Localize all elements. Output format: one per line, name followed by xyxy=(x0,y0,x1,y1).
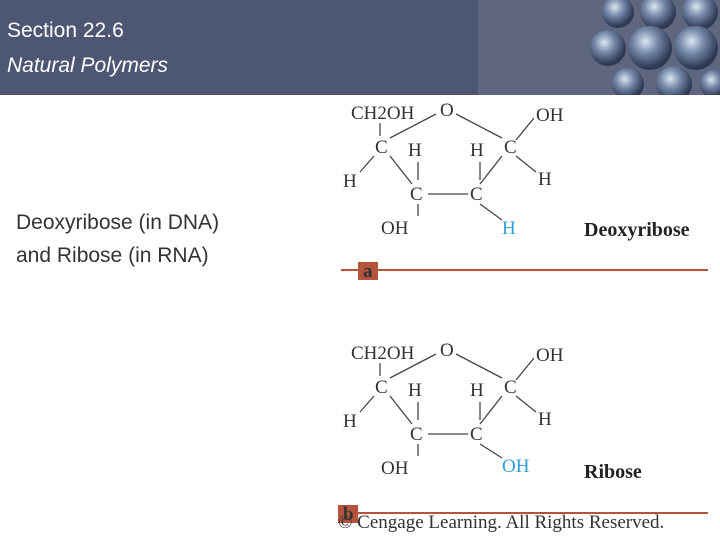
body-text: Deoxyribose (in DNA) and Ribose (in RNA) xyxy=(16,206,326,272)
oh-bottom-label: OH xyxy=(381,218,409,239)
carbon-right-label: C xyxy=(504,137,517,158)
oh-top-right-label: OH xyxy=(536,345,564,366)
h-inner-right-label: H xyxy=(470,380,484,401)
ribose-name: Ribose xyxy=(584,461,642,483)
panel-a-letter: a xyxy=(363,261,373,282)
copyright-text: © Cengage Learning. All Rights Reserved. xyxy=(338,512,664,533)
deoxyribose-name: Deoxyribose xyxy=(584,219,690,241)
body-line-1: Deoxyribose (in DNA) xyxy=(16,211,220,234)
carbon-left-label: C xyxy=(375,377,388,398)
carbon-bottom-left-label: C xyxy=(410,424,423,445)
deoxyribose-structure: CH2OH O OH C H H C H H C C OH H Deoxyrib… xyxy=(341,100,708,282)
body-line-2: and Ribose (in RNA) xyxy=(16,244,209,267)
ch2oh-label: CH2OH xyxy=(351,103,415,124)
section-subtitle: Natural Polymers xyxy=(7,54,169,77)
sugar-structures-figure: CH2OH O OH C H H C H H C C OH H Deoxyrib… xyxy=(338,96,720,540)
carbon-bottom-right-label: C xyxy=(470,424,483,445)
header-bar: Section 22.6 Natural Polymers xyxy=(0,0,478,95)
decorative-spheres-image xyxy=(478,0,720,95)
panel-b-letter: b xyxy=(343,504,354,525)
section-title: Section 22.6 xyxy=(7,19,124,42)
h-inner-left-label: H xyxy=(408,380,422,401)
oh-highlight-label: OH xyxy=(502,456,530,477)
h-inner-right-label: H xyxy=(470,140,484,161)
carbon-bottom-left-label: C xyxy=(410,184,423,205)
carbon-bottom-right-label: C xyxy=(470,184,483,205)
h-right-label: H xyxy=(538,169,552,190)
h-left-label: H xyxy=(343,411,357,432)
h-inner-left-label: H xyxy=(408,140,422,161)
panel-b-label-box xyxy=(338,505,358,523)
ch2oh-label: CH2OH xyxy=(351,343,415,364)
carbon-right-label: C xyxy=(504,377,517,398)
h-right-label: H xyxy=(538,409,552,430)
carbon-left-label: C xyxy=(375,137,388,158)
oh-top-right-label: OH xyxy=(536,105,564,126)
ring-oxygen-label: O xyxy=(440,340,454,361)
h-highlight-label: H xyxy=(502,218,516,239)
h-left-label: H xyxy=(343,171,357,192)
oh-bottom-label: OH xyxy=(381,458,409,479)
panel-a-label-box xyxy=(358,262,378,280)
ring-oxygen-label: O xyxy=(440,100,454,121)
ribose-structure: CH2OH O OH C H H C H H C C OH OH Ribose xyxy=(338,340,708,525)
